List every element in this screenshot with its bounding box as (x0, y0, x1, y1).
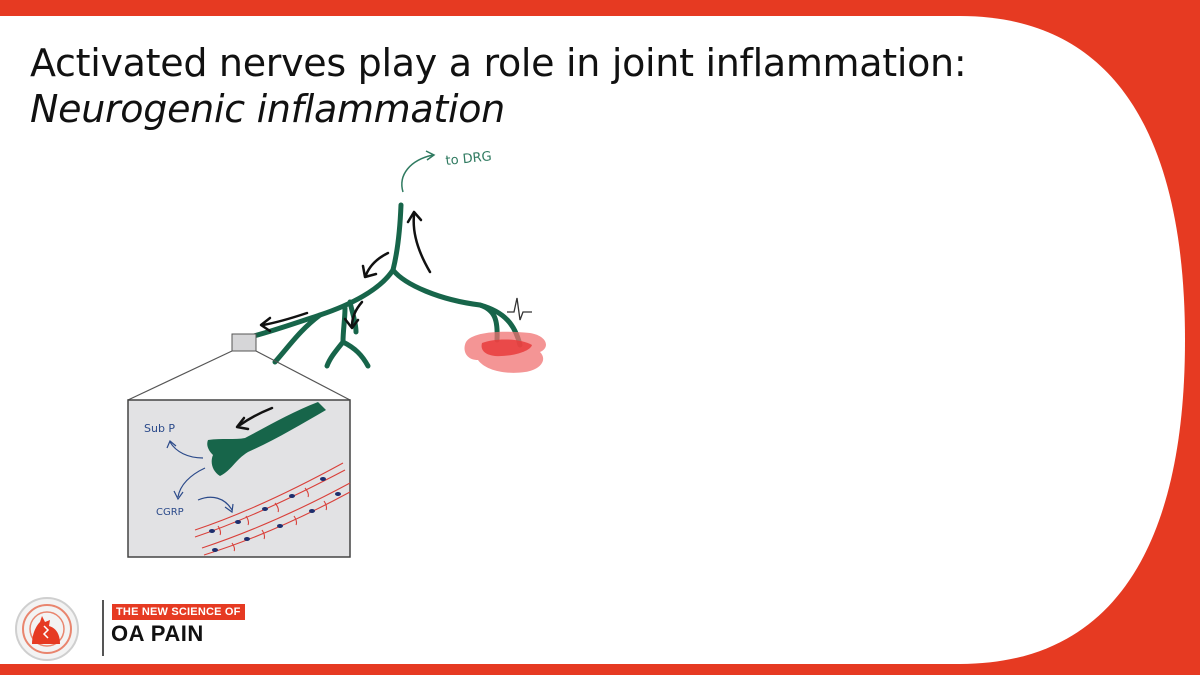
signal-arrows (259, 210, 432, 333)
inset-panel: Sub P CGRP (127, 399, 351, 558)
inflamed-area (464, 331, 546, 373)
title-line-2: Neurogenic inflammation (30, 87, 505, 131)
drg-label: to DRG (445, 149, 493, 169)
logo-divider (102, 600, 104, 656)
vessel-cell-nuclei (209, 477, 341, 552)
zoom-source-box (231, 333, 257, 352)
nerve-terminal (207, 402, 326, 476)
cgrp-label: CGRP (156, 507, 184, 518)
logo-emblem-icon (15, 597, 79, 661)
nerve-tree (247, 202, 523, 369)
title-line-1: Activated nerves play a role in joint in… (30, 41, 967, 85)
slide-title: Activated nerves play a role in joint in… (30, 40, 967, 132)
logo-tagline: THE NEW SCIENCE OF (112, 604, 245, 620)
logo-name: OA PAIN (111, 621, 204, 646)
drg-arrow (401, 150, 436, 193)
subp-label: Sub P (144, 422, 175, 435)
oa-pain-logo: THE NEW SCIENCE OF OA PAIN (14, 592, 264, 662)
action-potential-icon (507, 297, 532, 321)
